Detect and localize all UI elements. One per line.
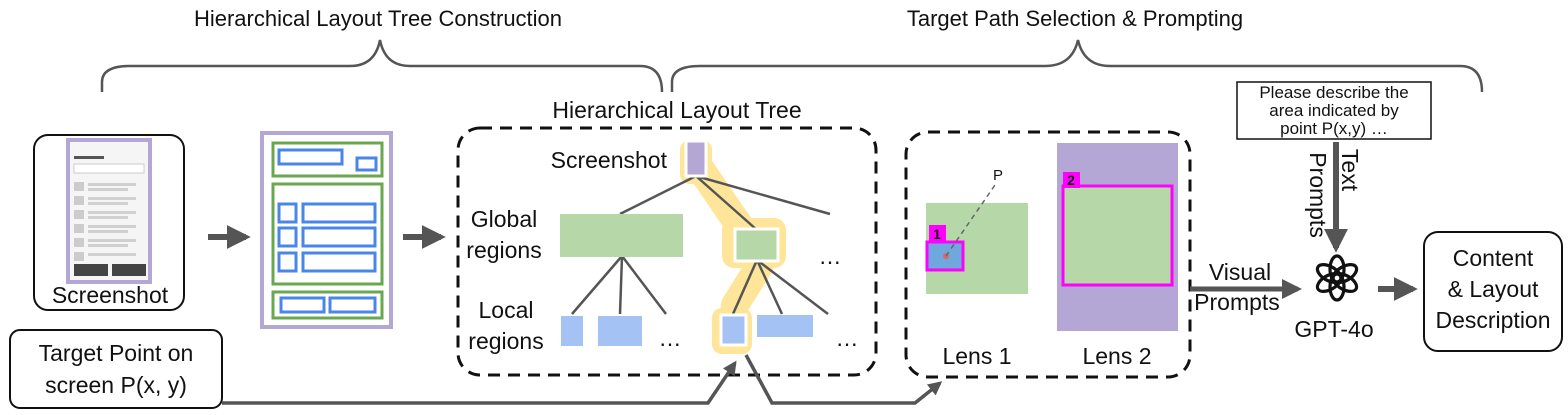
openai-logo-icon [1315,254,1359,302]
global-region-node [560,214,683,257]
ellipsis-local-2: … [836,325,859,351]
lens1-label: Lens 1 [942,343,1011,369]
lens-panel: 1 P 2 Lens 1 Lens 2 [904,130,1192,379]
lens2-global-region [1061,184,1174,287]
tree-root-label: Screenshot [551,147,668,173]
ellipsis-local-1: … [659,325,682,351]
phone-mockup [66,138,152,284]
output-line1: Content [1453,245,1534,271]
tree-root-node [684,139,708,178]
text-prompts-label-line2: Prompts [1305,152,1331,238]
local-region-node-selected [719,313,748,347]
lens1-marker-number: 1 [933,226,941,242]
text-prompts-label-line1: Text [1337,149,1363,192]
global-region-node-selected [733,227,780,263]
output-box: Content & Layout Description [1423,231,1563,352]
ellipsis-global: … [819,243,842,269]
prompt-line1: Please describe the [1259,83,1408,102]
visual-prompts-label-line1: Visual [1209,259,1271,285]
lens-box [904,130,1192,379]
arrow-target-to-tree [222,360,737,405]
tree-title: Hierarchical Layout Tree [552,97,801,123]
screenshot-label: Screenshot [52,282,169,308]
lens2-marker [1063,172,1080,188]
screenshot-card: Screenshot [33,134,185,311]
global-regions-label-line2: regions [466,237,541,263]
target-point-line2: screen P(x, y) [45,372,187,398]
brace-right [670,39,1484,93]
brace-left [100,39,664,93]
lens2-label: Lens 2 [1082,343,1151,369]
visual-prompts-label-line2: Prompts [1194,289,1280,315]
model-label: GPT-4o [1294,316,1373,342]
lens2-marker-number: 2 [1067,172,1075,188]
local-regions-label-line1: Local [479,297,534,323]
lens1-marker [929,225,946,242]
prompt-line3: point P(x,y) … [1280,119,1388,138]
stage-title-tree-construction: Hierarchical Layout Tree Construction [194,6,562,31]
local-region-node [598,316,642,346]
global-regions-label-line1: Global [471,206,537,232]
prompt-line2: area indicated by [1269,101,1399,120]
stage-title-path-selection: Target Path Selection & Prompting [907,6,1243,31]
local-regions-label-line2: regions [468,328,543,354]
output-line2: & Layout [1448,276,1539,302]
tree-box [456,126,878,377]
local-region-node [561,316,583,346]
local-region-node [757,315,813,337]
layout-decomposition [260,131,393,329]
hierarchical-layout-tree: Hierarchical Layout Tree Screenshot Glob… [456,97,878,377]
output-line3: Description [1435,307,1550,333]
text-prompt-box: Please describe the area indicated by po… [1236,81,1432,140]
arrow-tree-to-lens [744,354,943,405]
point-p-label: P [993,167,1003,184]
target-point-box: Target Point on screen P(x, y) [9,329,223,409]
target-point-line1: Target Point on [39,340,194,366]
